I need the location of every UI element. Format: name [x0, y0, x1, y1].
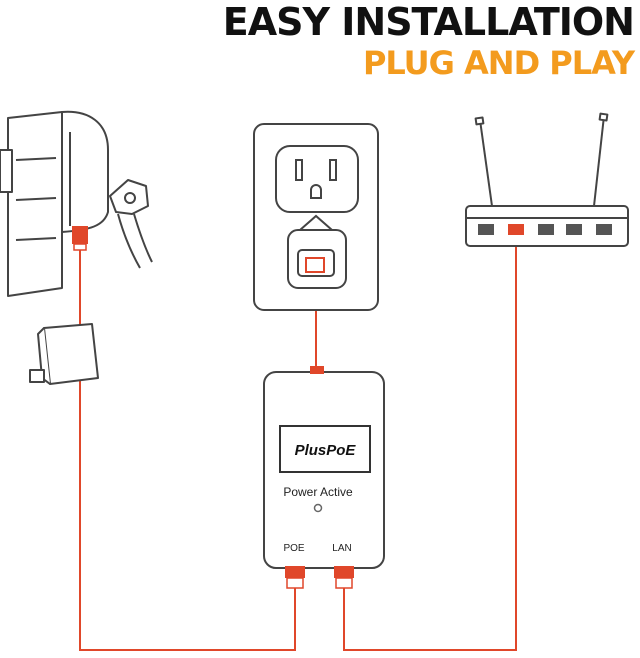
brand-box — [279, 425, 371, 473]
lan-port-label: LAN — [332, 543, 351, 554]
power-led — [313, 503, 323, 513]
diagram-subtitle: PLUG AND PLAY — [362, 44, 635, 82]
wall-outlet-icon — [253, 123, 379, 311]
lan-port — [334, 566, 354, 578]
router-lan-cable — [343, 230, 517, 651]
router-ports — [478, 224, 612, 235]
camera-port — [72, 226, 88, 251]
power-active-label: Power Active — [283, 485, 353, 499]
camera-poe-cable — [79, 245, 296, 651]
poe-injector-icon: PlusPoE Power Active POE LAN — [263, 366, 385, 589]
poe-port-label: POE — [283, 543, 304, 554]
diagram-title: EASY INSTALLATION — [222, 0, 635, 44]
camera-icon — [0, 110, 153, 385]
brand-logo: PlusPoE — [295, 442, 357, 459]
poe-port — [285, 566, 305, 578]
plug-connector — [305, 257, 325, 273]
